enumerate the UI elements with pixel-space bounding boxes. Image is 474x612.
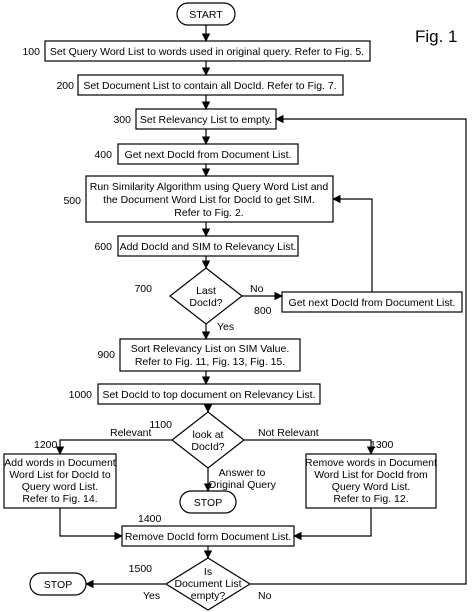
step-1200-text-line2: Word List for DocId to bbox=[9, 469, 111, 481]
stop-final-label: STOP bbox=[44, 579, 72, 591]
arrow-800-loop-to-500 bbox=[332, 194, 373, 292]
step-500-box bbox=[85, 175, 334, 223]
decision-1500-no-label: No bbox=[258, 590, 272, 602]
decision-700-number: 700 bbox=[134, 283, 152, 295]
step-600-text: Add DocId and SIM to Relevancy List. bbox=[120, 241, 297, 253]
decision-700-text-line1: Last bbox=[196, 285, 216, 297]
step-500-text-line1: Run Similarity Algorithm using Query Wor… bbox=[90, 181, 329, 193]
step-200-text: Set Document List to contain all DocId. … bbox=[83, 80, 336, 92]
decision-1100-answer-line1: Answer to bbox=[219, 467, 266, 479]
decision-700-yes-label: Yes bbox=[217, 321, 234, 333]
decision-1100-text-line1: look at bbox=[193, 429, 224, 441]
decision-1100-relevant-label: Relevant bbox=[110, 427, 152, 439]
step-600-number: 600 bbox=[94, 241, 112, 253]
decision-1500-text-line3: empty? bbox=[191, 590, 226, 602]
step-1300-text-line3: Query Word List. bbox=[332, 481, 411, 493]
step-1300-text-line1: Remove words in Document bbox=[305, 457, 437, 469]
figure-label: Fig. 1 bbox=[415, 27, 458, 46]
decision-1500-text-line2: Document List bbox=[174, 578, 241, 590]
step-800-number: 800 bbox=[254, 305, 272, 317]
step-300-text: Set Relevancy List to empty. bbox=[140, 114, 272, 126]
step-1200-number: 1200 bbox=[34, 439, 58, 451]
decision-1100-answer-line2: Original Query bbox=[208, 479, 276, 491]
start-label: START bbox=[189, 9, 223, 21]
step-900-number: 900 bbox=[97, 349, 115, 361]
step-300-number: 300 bbox=[113, 114, 131, 126]
decision-700-no-label: No bbox=[250, 283, 264, 295]
step-400-number: 400 bbox=[94, 149, 112, 161]
arrow-1100-not-relevant-to-1300 bbox=[244, 439, 376, 455]
step-1200-box bbox=[3, 453, 117, 509]
step-500-text-line2: the Document Word List for DocId to get … bbox=[103, 194, 315, 206]
step-1200-text-line3: Query word List. bbox=[22, 481, 98, 493]
step-1300-number: 1300 bbox=[370, 439, 394, 451]
step-900-text-line2: Refer to Fig. 11, Fig. 13, Fig. 15. bbox=[135, 356, 285, 368]
step-500-number: 500 bbox=[63, 195, 81, 207]
step-500-text-line3: Refer to Fig. 2. bbox=[174, 207, 243, 219]
decision-1500-diamond bbox=[164, 557, 252, 611]
step-200-box bbox=[77, 74, 344, 96]
step-1400-number: 1400 bbox=[138, 513, 162, 525]
arrow-1500-no-loop-to-300 bbox=[250, 114, 467, 585]
step-400-text: Get next DocId from Document List. bbox=[125, 149, 292, 161]
decision-1500-text-line1: Is bbox=[204, 566, 212, 578]
decision-1100-text-line2: DocId? bbox=[191, 441, 224, 453]
step-1300-text-line2: Word List for DocId from bbox=[314, 469, 428, 481]
arrow-1200-to-1400 bbox=[59, 508, 123, 541]
step-1000-text: Set DocId to top document on Relevancy L… bbox=[102, 389, 315, 401]
step-100-text: Set Query Word List to words used in ori… bbox=[50, 46, 364, 58]
step-900-box bbox=[119, 338, 301, 372]
step-200-number: 200 bbox=[56, 80, 74, 92]
arrow-1300-to-1400 bbox=[293, 508, 372, 541]
decision-1500-number: 1500 bbox=[129, 563, 153, 575]
step-100-number: 100 bbox=[22, 46, 40, 58]
step-1300-box bbox=[305, 453, 437, 509]
decision-1100-not-relevant-label: Not Relevant bbox=[258, 427, 319, 439]
decision-1500-yes-label: Yes bbox=[143, 590, 160, 602]
step-1400-text: Remove DocId form Document List. bbox=[125, 531, 291, 543]
stop-main-label: STOP bbox=[194, 497, 222, 509]
step-1200-text-line4: Refer to Fig. 14. bbox=[22, 493, 97, 505]
step-1000-number: 1000 bbox=[69, 389, 93, 401]
arrow-1100-relevant-to-1200 bbox=[55, 439, 172, 455]
step-900-text-line1: Sort Relevancy List on SIM Value. bbox=[131, 343, 290, 355]
step-800-text: Get next DocId from Document List. bbox=[289, 297, 456, 309]
step-1300-text-line4: Refer to Fig. 12. bbox=[333, 493, 408, 505]
decision-700-text-line2: DocId? bbox=[189, 297, 222, 309]
step-1200-text-line1: Add words in Document bbox=[4, 457, 116, 469]
decision-1100-number: 1100 bbox=[149, 419, 172, 431]
